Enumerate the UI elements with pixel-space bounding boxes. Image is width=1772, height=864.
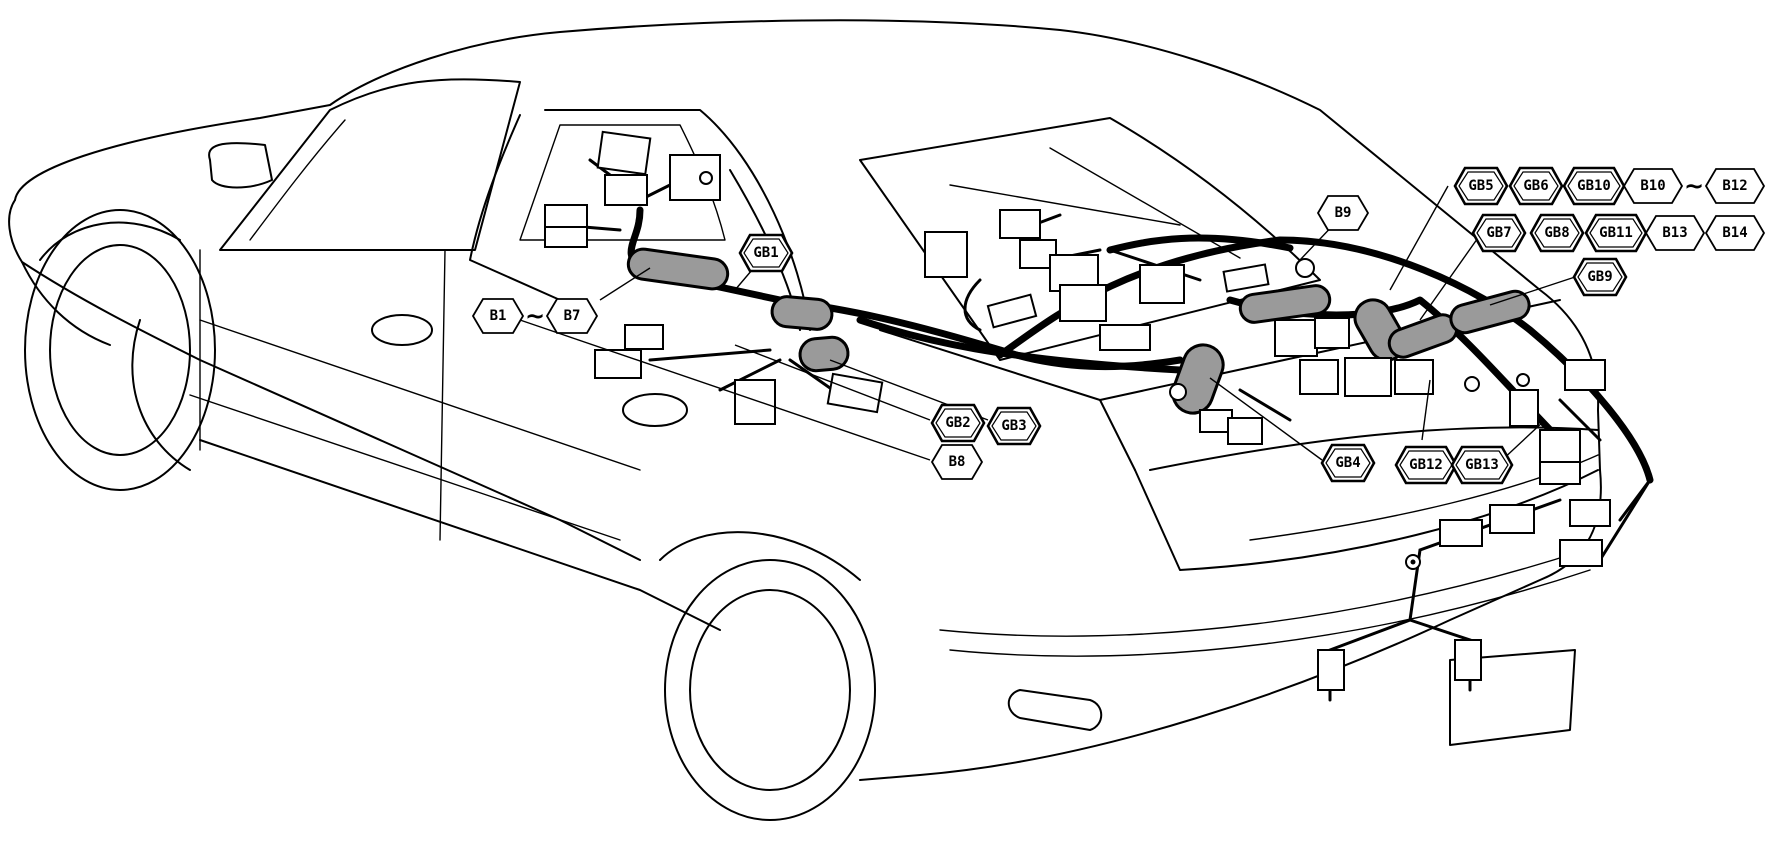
car-body [8, 19, 1602, 821]
label-gb1: GB1 [738, 233, 794, 273]
svg-text:GB5: GB5 [1468, 178, 1493, 194]
label-b13: B13 [1644, 215, 1706, 251]
label-gb11: GB11 [1584, 213, 1648, 253]
svg-text:GB7: GB7 [1486, 225, 1511, 241]
svg-text:B9: B9 [1335, 205, 1352, 221]
svg-text:GB3: GB3 [1001, 418, 1026, 434]
svg-text:GB1: GB1 [753, 245, 778, 261]
label-gb4: GB4 [1320, 443, 1376, 483]
svg-text:GB2: GB2 [945, 415, 970, 431]
svg-text:GB9: GB9 [1587, 269, 1612, 285]
label-gb7: GB7 [1471, 213, 1527, 253]
svg-text:GB8: GB8 [1544, 225, 1569, 241]
label-b8: B8 [930, 444, 984, 480]
svg-text:GB13: GB13 [1465, 457, 1499, 473]
label-gb13: GB13 [1450, 445, 1514, 485]
label-gb5: GB5 [1453, 166, 1509, 206]
svg-text:GB12: GB12 [1409, 457, 1443, 473]
label-gb9: GB9 [1572, 257, 1628, 297]
label-b10: B10 [1622, 168, 1684, 204]
svg-text:GB4: GB4 [1335, 455, 1360, 471]
svg-text:B13: B13 [1662, 225, 1687, 241]
svg-text:B1: B1 [490, 308, 507, 324]
label-gb2: GB2 [930, 403, 986, 443]
label-gb10: GB10 [1562, 166, 1626, 206]
label-b9: B9 [1316, 195, 1370, 231]
label-gb3: GB3 [986, 406, 1042, 446]
svg-text:B8: B8 [949, 454, 966, 470]
svg-text:GB11: GB11 [1599, 225, 1633, 241]
label-gb12: GB12 [1394, 445, 1458, 485]
svg-text:B10: B10 [1640, 178, 1665, 194]
svg-text:GB10: GB10 [1577, 178, 1611, 194]
connectors [544, 130, 1611, 691]
label-gb8: GB8 [1529, 213, 1585, 253]
svg-text:B7: B7 [564, 308, 581, 324]
label-b1: B1 [471, 298, 525, 334]
label-b14: B14 [1704, 215, 1766, 251]
range-separator-b1-b7: ~ [525, 302, 545, 330]
label-b12: B12 [1704, 168, 1766, 204]
label-gb6: GB6 [1508, 166, 1564, 206]
svg-text:B14: B14 [1722, 225, 1747, 241]
label-b7: B7 [545, 298, 599, 334]
range-separator-b10-b12: ~ [1684, 172, 1704, 200]
svg-text:GB6: GB6 [1523, 178, 1548, 194]
svg-text:B12: B12 [1722, 178, 1747, 194]
